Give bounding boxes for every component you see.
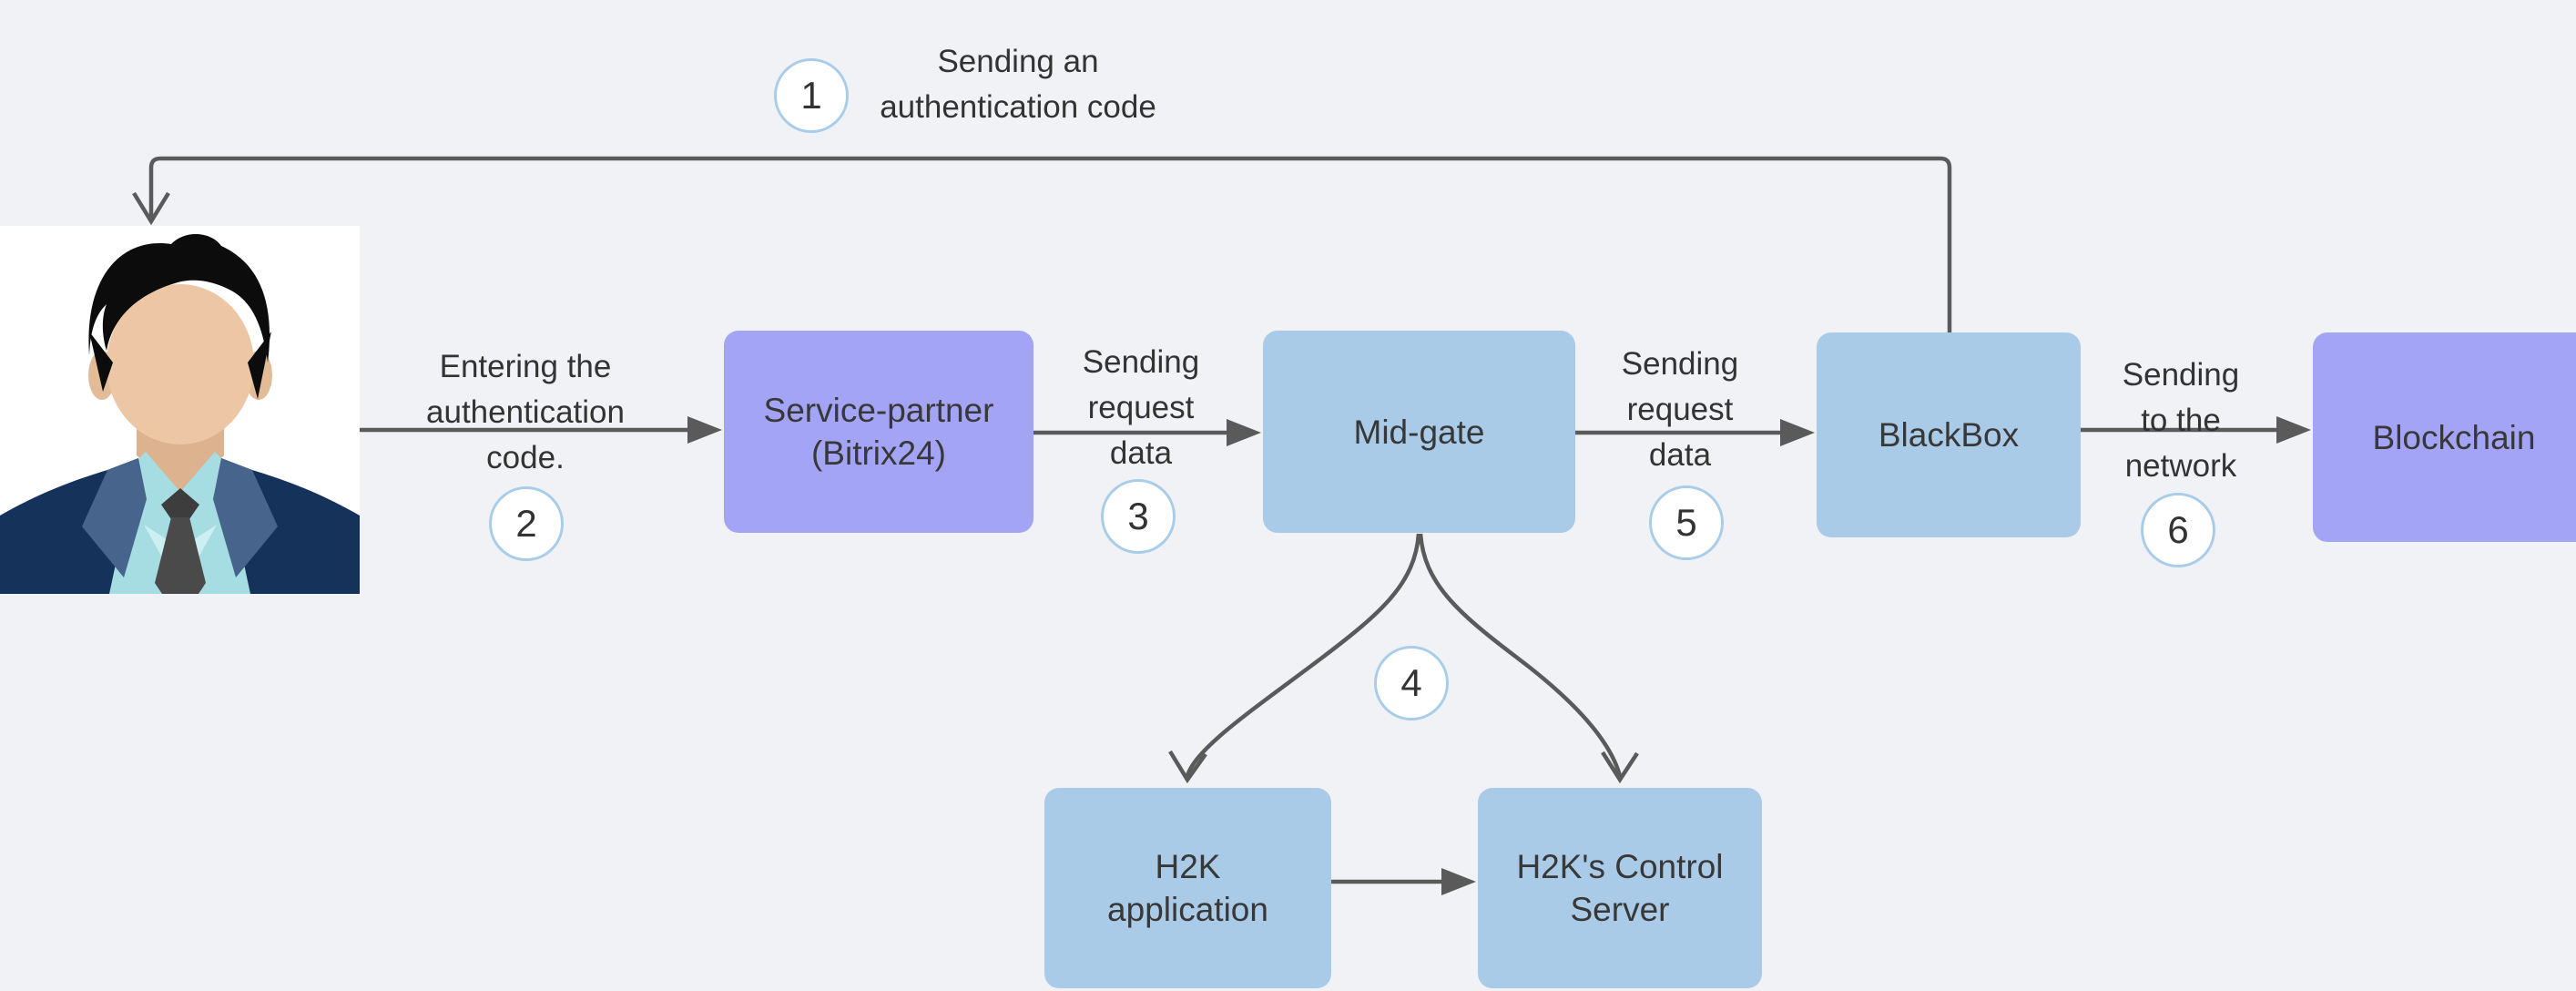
- arrowhead-step-4-left: [1168, 750, 1207, 784]
- edge-label-line: authentication: [426, 394, 625, 430]
- node-label-line: Server: [1570, 891, 1670, 928]
- avatar-lapel-right: [213, 458, 278, 577]
- avatar-lapel-left: [82, 458, 147, 577]
- node-label-line: (Bitrix24): [810, 434, 947, 472]
- arrowhead-h2k-to-control: [1441, 868, 1476, 895]
- edge-label-line: data: [1109, 435, 1173, 471]
- edge-label-step-5: Sending request data: [1622, 342, 1738, 478]
- arrowhead-step-1: [132, 191, 170, 226]
- node-label: H2K application: [1107, 845, 1268, 931]
- node-mid-gate: Mid-gate: [1263, 331, 1575, 533]
- avatar-tie: [155, 517, 206, 594]
- avatar-tie-knot: [161, 488, 199, 519]
- arrowhead-step-6: [2276, 416, 2311, 444]
- edge-label-line: authentication code: [880, 89, 1156, 125]
- arrow-step-4-left: [1185, 533, 1421, 777]
- step-badge-6: 6: [2141, 493, 2215, 567]
- node-h2k-application: H2K application: [1044, 788, 1331, 988]
- node-label: Service-partner (Bitrix24): [764, 389, 994, 475]
- avatar-hair-side-left: [89, 332, 113, 392]
- step-number: 4: [1400, 661, 1422, 704]
- step-number: 1: [800, 74, 822, 117]
- avatar-face: [107, 284, 254, 444]
- node-user-photo: [0, 226, 360, 594]
- step-number: 2: [515, 502, 537, 545]
- node-label: BlackBox: [1879, 414, 2019, 456]
- edge-label-line: to the: [2141, 403, 2221, 438]
- step-badge-1: 1: [774, 58, 849, 133]
- arrow-step-4-right: [1418, 533, 1623, 777]
- step-number: 3: [1127, 495, 1149, 537]
- node-blackbox: BlackBox: [1817, 332, 2081, 537]
- node-label: H2K's Control Server: [1516, 845, 1723, 931]
- edge-label-line: Sending: [2122, 357, 2240, 393]
- node-service-partner: Service-partner (Bitrix24): [724, 331, 1033, 533]
- edge-label-line: Sending: [1082, 344, 1200, 380]
- node-label-line: Blockchain: [2372, 418, 2536, 456]
- node-label-line: Service-partner: [763, 392, 994, 429]
- node-label-line: H2K: [1155, 848, 1221, 885]
- arrowhead-step-4-right: [1601, 751, 1639, 784]
- node-label-line: application: [1107, 891, 1268, 928]
- edge-label-step-6: Sending to the network: [2123, 352, 2239, 489]
- edge-label-step-2: Entering the authentication code.: [426, 344, 625, 481]
- node-blockchain: Blockchain: [2313, 332, 2576, 542]
- edge-label-step-1: Sending an authentication code: [880, 39, 1156, 130]
- arrowhead-step-5: [1780, 419, 1815, 446]
- node-h2k-control-server: H2K's Control Server: [1478, 788, 1762, 988]
- step-number: 5: [1675, 501, 1697, 544]
- edge-label-step-3: Sending request data: [1083, 340, 1199, 476]
- arrowhead-step-3: [1227, 419, 1261, 446]
- arrow-step-1: [148, 156, 1952, 332]
- edge-label-line: code.: [486, 440, 565, 475]
- step-badge-3: 3: [1101, 479, 1176, 554]
- edge-label-line: network: [2124, 448, 2237, 484]
- node-label-line: H2K's Control: [1516, 848, 1724, 885]
- step-badge-4: 4: [1374, 646, 1449, 720]
- arrowhead-step-2: [687, 416, 722, 444]
- edge-label-line: request: [1626, 392, 1734, 427]
- node-label-line: Mid-gate: [1353, 413, 1485, 451]
- node-label: Blockchain: [2373, 416, 2536, 459]
- user-avatar-illustration: [0, 226, 360, 594]
- edge-label-line: Sending: [1621, 346, 1739, 382]
- edge-label-line: Entering the: [439, 349, 612, 384]
- step-number: 6: [2167, 508, 2189, 551]
- step-badge-2: 2: [489, 486, 564, 561]
- avatar-hair: [88, 233, 270, 363]
- edge-label-line: data: [1648, 437, 1712, 473]
- node-label: Mid-gate: [1354, 411, 1485, 454]
- node-label-line: BlackBox: [1878, 416, 2020, 454]
- avatar-hair-side-right: [248, 332, 271, 399]
- edge-label-line: request: [1087, 390, 1195, 425]
- step-badge-5: 5: [1649, 485, 1724, 560]
- edge-label-line: Sending an: [937, 44, 1099, 79]
